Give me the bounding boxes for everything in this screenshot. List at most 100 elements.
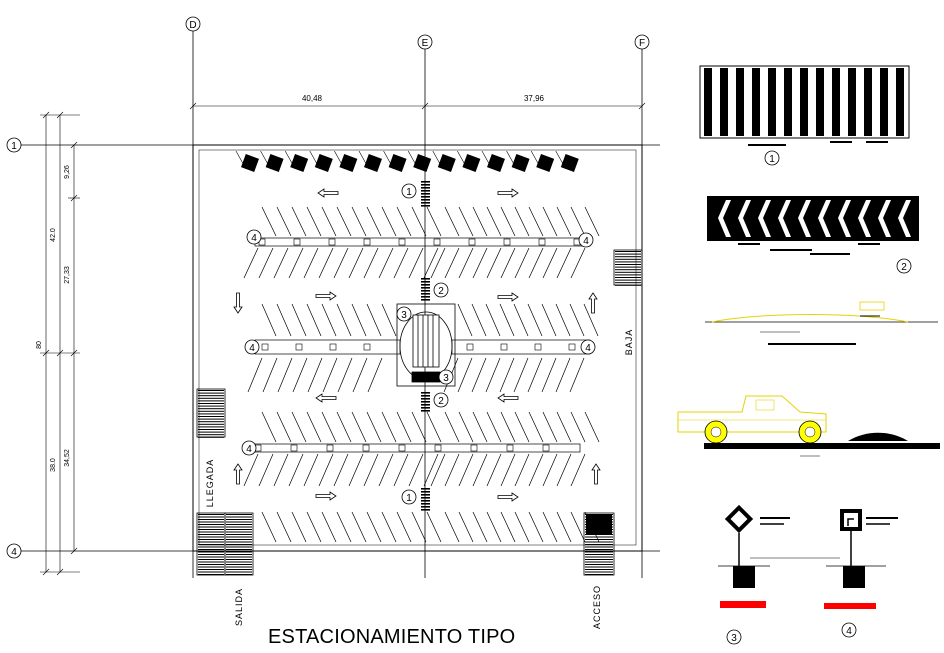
callout-number: 1	[406, 187, 412, 198]
crosswalk-stripe	[421, 193, 430, 195]
stall-line	[381, 303, 397, 337]
stall-line	[500, 206, 516, 237]
stall-line	[336, 206, 352, 237]
stall-line	[277, 357, 293, 393]
stall-line	[333, 453, 349, 487]
booth-llegada-hatch	[198, 416, 224, 417]
dim-left-lower: 38.0	[50, 458, 57, 472]
callout-circle	[438, 369, 454, 385]
stall-line	[513, 357, 529, 393]
zebra-stripe	[896, 68, 904, 136]
stall-line	[261, 511, 277, 543]
median-markers	[254, 238, 581, 452]
chevron	[838, 200, 851, 237]
stall-line	[378, 453, 394, 487]
booth-baja-hatch	[615, 274, 641, 276]
stall-line	[486, 247, 502, 279]
stall-line	[500, 511, 516, 543]
booth-baja-hatch	[615, 264, 641, 265]
stall-line	[527, 357, 543, 393]
left-dimension-lines	[40, 111, 80, 576]
median-post	[433, 238, 441, 246]
stall-line	[411, 511, 427, 543]
planter	[388, 154, 407, 172]
stall-line	[381, 511, 397, 543]
booth-baja-hatch	[615, 253, 641, 255]
stall-line	[303, 453, 319, 487]
booth-salida-b-hatch	[226, 539, 252, 540]
stall-line	[472, 206, 488, 237]
stall-line	[408, 247, 424, 279]
stall-line	[351, 411, 367, 443]
direction-arrow	[588, 292, 598, 314]
booth-acceso-hatch	[585, 551, 613, 553]
stall-line	[426, 411, 442, 443]
chevron	[778, 200, 791, 237]
booth-salida-b-hatch	[226, 549, 252, 550]
stall-line	[500, 411, 516, 443]
stall-line	[366, 206, 382, 237]
crosswalk-stripe	[421, 196, 430, 198]
median-post	[362, 444, 370, 452]
axis-bubble-4: 4	[6, 543, 22, 559]
booth-llegada-hatch	[198, 408, 224, 410]
booth-baja-hatch	[615, 282, 641, 284]
stall-line	[471, 303, 487, 337]
booth-baja-hatch	[615, 271, 641, 273]
planter-edge	[432, 150, 444, 170]
booth-llegada-hatch	[198, 397, 224, 399]
axis-bubble-e: E	[417, 34, 433, 50]
zebra-stripe	[720, 68, 728, 136]
planter	[560, 154, 579, 172]
crosswalk-stripe	[421, 290, 430, 292]
axis-bubble-1: 1	[6, 137, 22, 153]
chevron	[738, 200, 751, 237]
booth-salida-b-hatch	[226, 566, 252, 568]
stall-line	[514, 511, 530, 543]
booth-llegada-hatch	[198, 418, 224, 420]
stall-line	[243, 247, 259, 279]
stall-line	[430, 247, 446, 279]
crosswalk-stripe	[421, 205, 430, 207]
crosswalk-stripe	[421, 509, 430, 511]
callout-bubble-4: 4	[241, 440, 257, 456]
planter-edge	[530, 150, 542, 170]
stall-line	[583, 303, 599, 337]
booth-salida-b-hatch	[226, 534, 252, 535]
booth-salida-a-hatch	[198, 556, 224, 558]
stall-line	[258, 453, 274, 487]
stall-line	[243, 453, 259, 487]
stall-line	[393, 453, 409, 487]
stall-line	[337, 357, 353, 393]
planter-edge	[407, 150, 419, 170]
booth-acceso-fill	[586, 515, 612, 535]
stall-line	[527, 303, 543, 337]
stall-line	[556, 453, 572, 487]
chevron	[718, 200, 731, 237]
stall-line	[348, 453, 364, 487]
stall-line	[570, 511, 586, 543]
stall-line	[528, 511, 544, 543]
stall-line	[396, 511, 412, 543]
axis-label-4: 4	[11, 547, 17, 558]
booth-llegada-hatch	[198, 429, 224, 430]
booth-salida-b-hatch	[226, 519, 252, 520]
planter	[511, 154, 530, 172]
detail-number-3: 3	[731, 633, 737, 644]
callout-bubble-4: 4	[580, 339, 596, 355]
detail-sign-post-4: 4	[824, 509, 898, 638]
booth-baja-hatch	[615, 279, 641, 281]
stall-line	[514, 247, 530, 279]
crosswalk-stripe	[421, 199, 430, 201]
zebra-stripe	[848, 68, 856, 136]
stall-line	[363, 247, 379, 279]
booth-salida-a-hatch	[198, 519, 224, 520]
median-post	[398, 444, 406, 452]
booth-acceso-hatch	[585, 544, 613, 545]
zebra-stripe	[704, 68, 712, 136]
crosswalk-stripe	[421, 401, 430, 403]
stall-line	[261, 411, 277, 443]
booth-salida-b-hatch	[226, 554, 252, 555]
planter	[437, 154, 456, 172]
